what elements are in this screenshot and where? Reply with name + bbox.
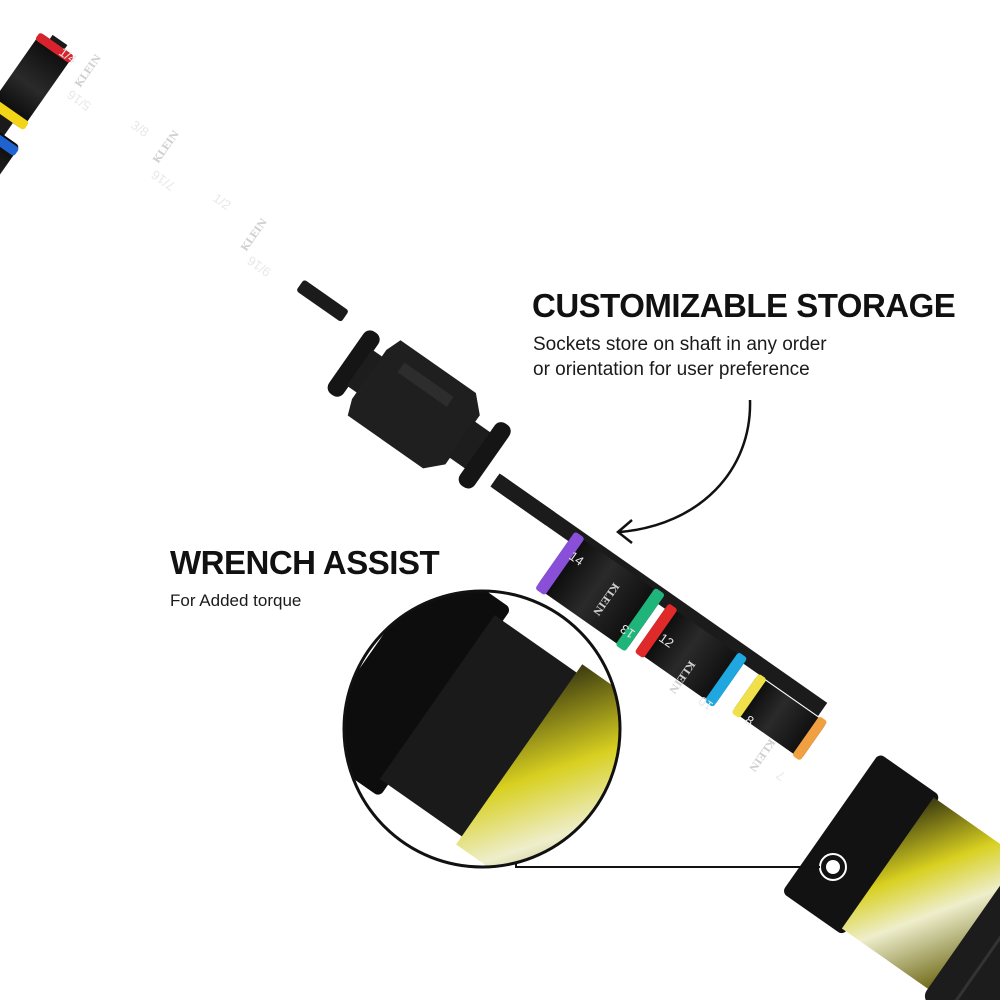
storage-line-1: Sockets store on shaft in any order xyxy=(533,334,827,355)
wrench-description: For Added torque xyxy=(170,591,302,610)
socket-label: 1/2 xyxy=(210,190,233,213)
socket-label: 5/16 xyxy=(64,87,93,114)
socket-1-4 xyxy=(0,33,74,130)
storage-heading: CUSTOMIZABLE STORAGE xyxy=(532,287,956,324)
adapter xyxy=(327,330,511,489)
sae-socket-stack xyxy=(0,33,74,316)
socket-label: 14 xyxy=(566,548,586,569)
socket-12 xyxy=(635,604,747,707)
zoom-leader-vertical xyxy=(515,862,517,868)
screwdriver-handle xyxy=(784,755,1000,1000)
socket-label: 7/16 xyxy=(148,167,177,194)
socket-label: 13 xyxy=(617,621,637,642)
wrench-zoom-detail xyxy=(342,589,622,869)
brand-mark: KLEIN xyxy=(746,736,776,773)
socket-label: 10 xyxy=(695,693,715,714)
socket-label: 7 xyxy=(773,767,788,783)
brand-mark: KLEIN xyxy=(73,53,103,90)
socket-label: 9/16 xyxy=(244,253,273,280)
socket-3-8 xyxy=(0,115,19,227)
socket-8 xyxy=(732,674,827,760)
socket-14 xyxy=(536,532,665,651)
brand-mark: KLEIN xyxy=(239,217,269,254)
socket-label: 12 xyxy=(656,630,676,651)
metric-socket-stack xyxy=(536,532,827,760)
socket-label: 3/8 xyxy=(128,117,151,140)
brand-mark: KLEIN xyxy=(151,129,181,166)
curved-arrow-icon xyxy=(619,399,752,534)
storage-description: Sockets store on shaft in any order or o… xyxy=(533,332,827,382)
storage-line-2: or orientation for user preference xyxy=(533,359,810,380)
wrench-heading: WRENCH ASSIST xyxy=(170,544,440,581)
